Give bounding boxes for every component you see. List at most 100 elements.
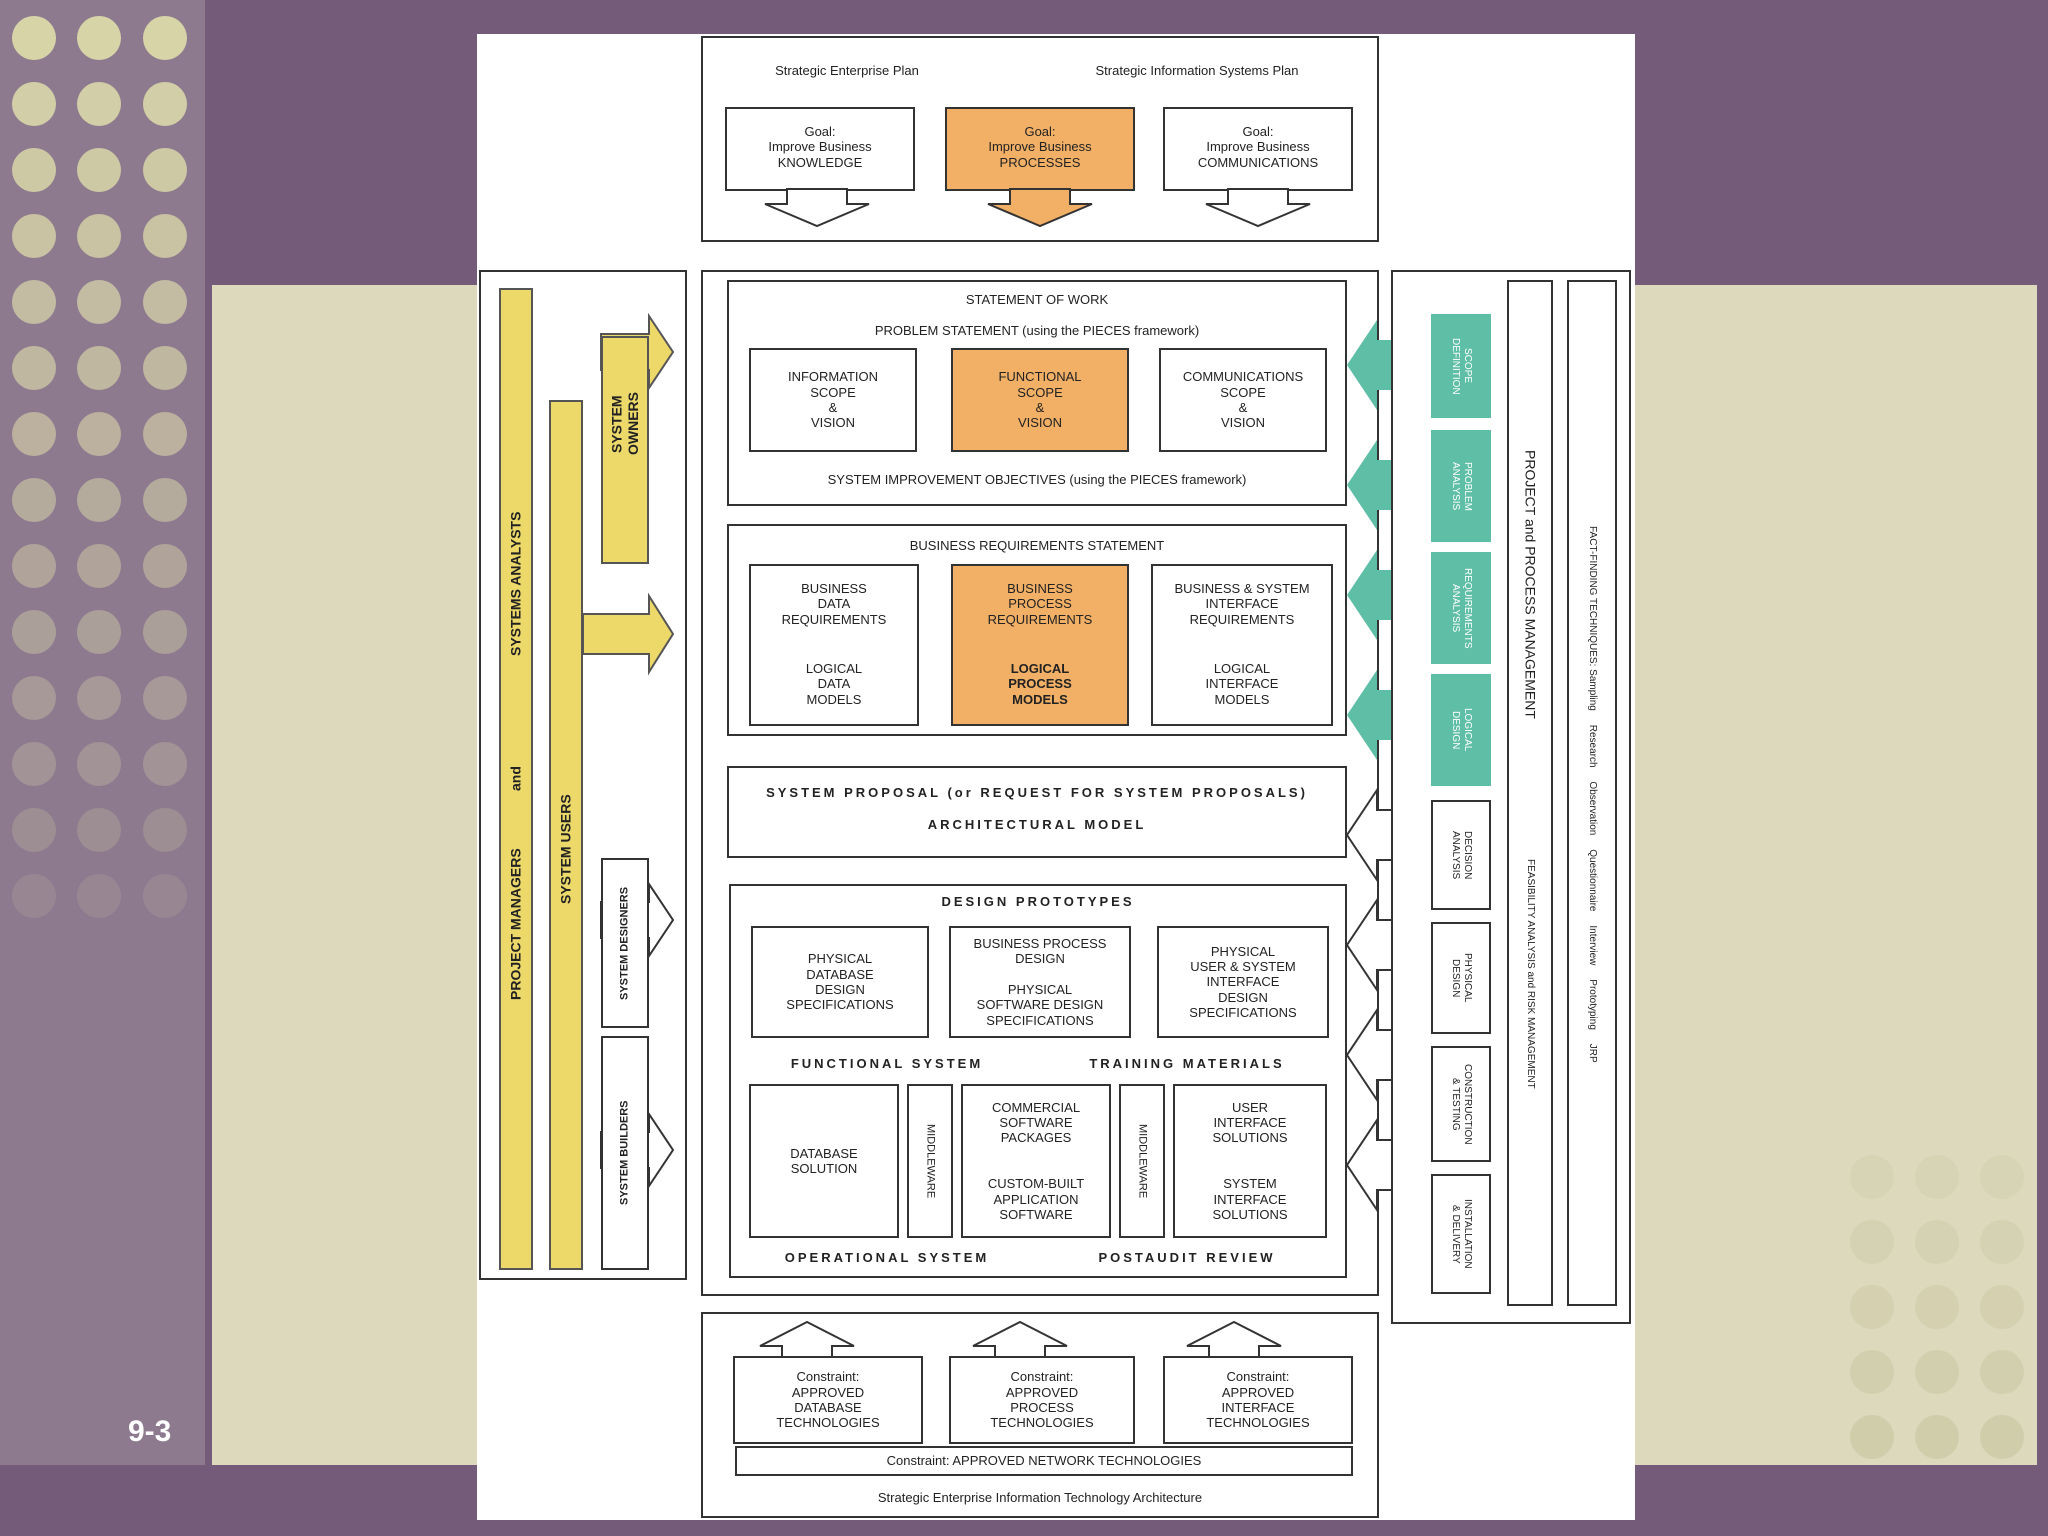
logical-data-models-label: LOGICAL DATA MODELS	[805, 661, 863, 707]
logical-design-phase	[1431, 674, 1491, 786]
decision-analysis-label: DECISION ANALYSIS	[1450, 830, 1473, 880]
network-constraint-box	[735, 1446, 1353, 1476]
decorative-dot	[143, 82, 187, 126]
decorative-dot	[1915, 1220, 1959, 1264]
project-process-management-label: PROJECT and PROCESS MANAGEMENT	[1522, 449, 1539, 719]
constraint-process-label: Constraint: APPROVED PROCESS TECHNOLOGIE…	[990, 1369, 1094, 1431]
interface-solutions-label: USER INTERFACE SOLUTIONS SYSTEM INTERFAC…	[1212, 1099, 1288, 1222]
functional-scope-box	[951, 348, 1129, 452]
system-proposal-box	[727, 766, 1347, 858]
database-solution-label: DATABASE SOLUTION	[790, 1145, 858, 1176]
decision-analysis-phase	[1431, 800, 1491, 910]
decorative-dot	[12, 808, 56, 852]
project-management-column	[1507, 280, 1553, 1306]
decorative-dot	[143, 148, 187, 192]
middleware-box-2	[1119, 1084, 1165, 1238]
system-designers-label: SYSTEM DESIGNERS	[618, 886, 631, 1000]
postaudit-review-label: POSTAUDIT REVIEW	[1098, 1250, 1276, 1266]
goal-knowledge-box	[725, 107, 915, 191]
physical-design-label: PHYSICAL DESIGN	[1450, 953, 1473, 1003]
problem-analysis-label: PROBLEM ANALYSIS	[1450, 461, 1473, 511]
decorative-dot	[1915, 1415, 1959, 1459]
requirements-analysis-phase	[1431, 552, 1491, 664]
problem-analysis-phase	[1431, 430, 1491, 542]
sow-title: STATEMENT OF WORK	[965, 292, 1109, 308]
decorative-dot	[12, 874, 56, 918]
communications-scope-box	[1159, 348, 1327, 452]
physical-interface-design-label: PHYSICAL USER & SYSTEM INTERFACE DESIGN …	[1189, 943, 1297, 1020]
project-managers-bar	[499, 288, 533, 1270]
middleware-label-1: MIDDLEWARE	[924, 1123, 937, 1199]
decorative-dot	[1915, 1350, 1959, 1394]
goal-arrow-down-3	[1205, 188, 1311, 228]
business-interface-requirements-label: BUSINESS & SYSTEM INTERFACE REQUIREMENTS	[1174, 581, 1310, 627]
problem-statement-label: PROBLEM STATEMENT (using the PIECES fram…	[874, 323, 1200, 339]
goal-arrows	[764, 188, 1311, 228]
decorative-dot	[12, 544, 56, 588]
physical-database-design-box	[751, 926, 929, 1038]
strategic-enterprise-plan-label: Strategic Enterprise Plan	[775, 63, 919, 79]
decorative-dot	[77, 280, 121, 324]
information-scope-box	[749, 348, 917, 452]
decorative-dot	[143, 346, 187, 390]
decorative-dot	[1980, 1415, 2024, 1459]
decorative-dot	[77, 742, 121, 786]
business-process-design-label: BUSINESS PROCESS DESIGN PHYSICAL SOFTWAR…	[973, 936, 1107, 1028]
goal-knowledge-label: Goal: Improve Business KNOWLEDGE	[768, 124, 872, 170]
system-owners-bar	[601, 336, 649, 564]
physical-database-design-label: PHYSICAL DATABASE DESIGN SPECIFICATIONS	[786, 951, 894, 1013]
decorative-dot	[1980, 1155, 2024, 1199]
scope-definition-label: SCOPE DEFINITION	[1450, 337, 1473, 395]
role-arrows	[582, 312, 675, 1190]
functional-scope-label: FUNCTIONAL SCOPE & VISION	[998, 369, 1082, 431]
business-interface-box	[1151, 564, 1333, 726]
commercial-software-label: COMMERCIAL SOFTWARE PACKAGES CUSTOM-BUIL…	[987, 1099, 1085, 1222]
feasibility-analysis-label: FEASIBILITY ANALYSIS and RISK MANAGEMENT	[1524, 859, 1536, 1089]
decorative-dot	[143, 478, 187, 522]
decorative-dot	[143, 16, 187, 60]
decorative-dot	[1850, 1415, 1894, 1459]
goal-arrow-down-1	[764, 188, 870, 228]
design-prototypes-title: DESIGN PROTOTYPES	[941, 894, 1135, 910]
functional-system-label: FUNCTIONAL SYSTEM	[790, 1056, 984, 1072]
diagram-canvas: Strategic Enterprise Plan Strategic Info…	[477, 34, 1635, 1520]
decorative-dot	[1915, 1285, 1959, 1329]
decorative-dot	[77, 808, 121, 852]
decorative-dot	[1980, 1285, 2024, 1329]
communications-scope-label: COMMUNICATIONS SCOPE & VISION	[1182, 369, 1304, 431]
system-owners-label: SYSTEM OWNERS	[608, 392, 641, 456]
interface-solutions-box	[1173, 1084, 1327, 1238]
page-number: 9-3	[128, 1415, 172, 1448]
logical-process-models-label: LOGICAL PROCESS MODELS	[1008, 661, 1072, 707]
logical-design-label: LOGICAL DESIGN	[1450, 708, 1473, 752]
middleware-label-2: MIDDLEWARE	[1136, 1123, 1149, 1199]
decorative-dot	[12, 478, 56, 522]
decorative-dot	[12, 16, 56, 60]
architecture-label: Strategic Enterprise Information Technol…	[877, 1490, 1203, 1506]
decorative-dot	[1980, 1220, 2024, 1264]
decorative-dot	[77, 148, 121, 192]
installation-delivery-phase	[1431, 1174, 1491, 1294]
scope-definition-phase	[1431, 314, 1491, 418]
decorative-dot	[12, 412, 56, 456]
system-proposal-label: SYSTEM PROPOSAL (or REQUEST FOR SYSTEM P…	[766, 785, 1308, 801]
business-data-requirements-label: BUSINESS DATA REQUIREMENTS	[781, 581, 887, 627]
decorative-dot	[143, 808, 187, 852]
network-constraint-label: Constraint: APPROVED NETWORK TECHNOLOGIE…	[886, 1453, 1202, 1469]
physical-design-phase	[1431, 922, 1491, 1034]
goal-processes-box	[945, 107, 1135, 191]
constraint-interface-label: Constraint: APPROVED INTERFACE TECHNOLOG…	[1206, 1369, 1310, 1431]
business-process-requirements-label: BUSINESS PROCESS REQUIREMENTS	[987, 581, 1093, 627]
decorative-dot	[1850, 1350, 1894, 1394]
database-solution-box	[749, 1084, 899, 1238]
decorative-dot	[143, 676, 187, 720]
business-data-box	[749, 564, 919, 726]
system-builders-box	[601, 1036, 649, 1270]
information-scope-label: INFORMATION SCOPE & VISION	[787, 369, 879, 431]
architectural-model-label: ARCHITECTURAL MODEL	[927, 817, 1147, 833]
commercial-software-box	[961, 1084, 1111, 1238]
decorative-dot	[143, 874, 187, 918]
decorative-dot	[1850, 1155, 1894, 1199]
goal-communications-box	[1163, 107, 1353, 191]
decorative-dot	[143, 280, 187, 324]
